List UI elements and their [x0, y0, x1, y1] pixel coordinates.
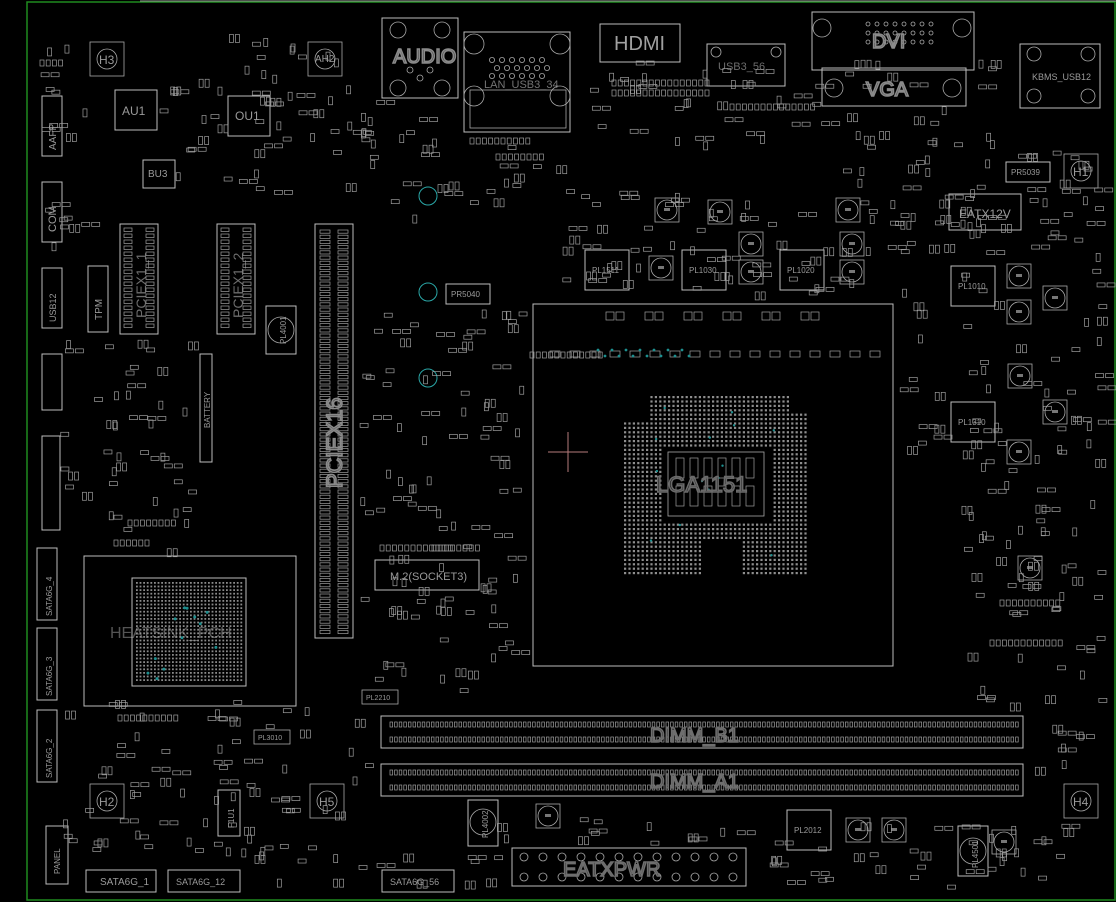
board-outline — [26, 1, 1116, 901]
pcie-x1-slot-2: PCIEX1_2 — [216, 223, 256, 335]
inductor-pl3010: PL3010 — [253, 729, 291, 745]
dimm-slot-b1: DIMM_B1 — [380, 715, 1024, 749]
svg-text:PL1010: PL1010 — [958, 282, 986, 291]
mount-hole-h2: H2 — [89, 783, 125, 819]
pcie-x1-slot-1: PCIEX1_1 — [119, 223, 159, 335]
dimm-slot-a1: DIMM_A1 — [380, 763, 1024, 797]
m2-socket: M.2(SOCKET3) — [374, 559, 480, 591]
mount-hole-h3: H3 — [89, 41, 125, 77]
pcie16-label: PCIEX16 — [322, 398, 347, 489]
svg-text:PL1310: PL1310 — [958, 418, 986, 427]
svg-text:PL4002: PL4002 — [481, 810, 490, 838]
svg-text:PL4001: PL4001 — [279, 316, 288, 344]
svg-text:M.2(SOCKET3): M.2(SOCKET3) — [390, 571, 467, 583]
inductor-pl4002: PL4002 — [467, 799, 499, 847]
svg-text:PL3010: PL3010 — [258, 735, 282, 742]
usb12-label: USB12 — [48, 293, 58, 322]
com-label: COM — [47, 206, 59, 232]
svg-text:H3: H3 — [99, 53, 115, 67]
audio-connector: AUDIO — [381, 17, 459, 99]
au1-label: AU1 — [122, 104, 146, 118]
fuse-f1u1: F1U1 — [217, 789, 241, 837]
pch-heatsink: HEATSINK_PCH — [83, 555, 297, 707]
ou1-chip: OU1 — [227, 95, 271, 137]
sata-connector-1: SATA6G_1 — [85, 869, 157, 893]
inductor-pl1030: PL1030 — [681, 249, 727, 291]
inductor-pl4001: PL4001 — [265, 305, 297, 355]
au1-chip: AU1 — [114, 89, 158, 131]
sata-connector-56: SATA6G_56 — [381, 869, 455, 893]
bu3-chip: BU3 — [142, 159, 176, 189]
inductor-pl1310: PL1310 — [950, 401, 996, 443]
dvi-vga-connector: DVI VGA — [811, 11, 975, 107]
svg-text:EATXPWR: EATXPWR — [563, 859, 660, 881]
tpm-label: TPM — [94, 299, 105, 320]
svg-text:PL1030: PL1030 — [689, 266, 717, 275]
hdmi-connector: HDMI — [599, 23, 681, 63]
mount-hole-h4: H4 — [1063, 783, 1099, 819]
inductor-pl1511: PL1511 — [584, 249, 630, 291]
ou1-label: OU1 — [235, 109, 260, 123]
smd-components — [39, 34, 1116, 890]
usb-top-label: USB3_56 — [718, 61, 765, 73]
mosfet-caps — [535, 197, 1068, 855]
inductor-pl1020: PL1020 — [779, 249, 825, 291]
kbms-connector: KBMS_USB12 — [1019, 43, 1101, 109]
mount-hole-h1: H1 — [1063, 153, 1099, 189]
svg-text:H4: H4 — [1073, 795, 1089, 809]
pcie-x16-slot: PCIEX16 — [314, 223, 354, 639]
svg-text:BATTERY: BATTERY — [203, 391, 212, 428]
svg-text:PL1511: PL1511 — [592, 266, 620, 275]
svg-text:AH2: AH2 — [315, 54, 335, 65]
heatsink-label: HEATSINK_PCH — [110, 625, 232, 642]
usb3-connector: USB3_56 — [706, 43, 786, 87]
svg-text:EATX12V: EATX12V — [959, 207, 1011, 221]
inductor-pl4501: PL4501 — [957, 825, 989, 877]
sata6g-3-label: SATA6G_3 — [45, 656, 54, 696]
audio-label: AUDIO — [393, 46, 456, 68]
inductor-pl2210: PL2210 — [361, 689, 399, 705]
svg-text:SATA6G_12: SATA6G_12 — [176, 877, 225, 887]
dimm-b1-label: DIMM_B1 — [650, 725, 739, 747]
svg-text:PCIEX1_2: PCIEX1_2 — [230, 252, 246, 318]
inductor-pl2012: PL2012 — [786, 809, 832, 851]
lan-usb-connector: LAN_USB3_34 — [463, 31, 571, 133]
sata6g-4-label: SATA6G_4 — [45, 576, 54, 616]
sata6g-2-label: SATA6G_2 — [45, 738, 54, 778]
svg-text:SATA6G_1: SATA6G_1 — [100, 877, 150, 888]
svg-text:PCIEX1_1: PCIEX1_1 — [133, 252, 149, 318]
hdmi-label: HDMI — [614, 33, 665, 55]
aafp-label: AAFP — [48, 124, 59, 150]
svg-text:PL1020: PL1020 — [787, 266, 815, 275]
dvi-label: DVI — [872, 31, 905, 53]
inductor-pl1010: PL1010 — [950, 265, 996, 307]
left-headers: AAFP COM USB12 TPM SATA6G_4 SATA6G_3 SAT… — [36, 95, 109, 885]
svg-text:H2: H2 — [99, 795, 115, 809]
lan-label: LAN_USB3_34 — [484, 79, 559, 91]
sata-connector-12: SATA6G_12 — [167, 869, 241, 893]
panel-label: PANEL — [53, 848, 62, 874]
svg-text:PL2210: PL2210 — [366, 695, 390, 702]
eatxpwr-connector: EATXPWR — [511, 847, 747, 887]
svg-text:PL2012: PL2012 — [794, 826, 822, 835]
svg-text:PR5039: PR5039 — [1011, 168, 1040, 177]
svg-text:PR5040: PR5040 — [451, 290, 480, 299]
lga-label: LGA1151 — [656, 472, 747, 497]
svg-text:PL4501: PL4501 — [971, 840, 980, 868]
kbms-label: KBMS_USB12 — [1032, 72, 1091, 82]
pr5039: PR5039 — [1005, 161, 1051, 183]
svg-text:F1U1: F1U1 — [227, 808, 236, 828]
svg-text:SATA6G_56: SATA6G_56 — [390, 877, 439, 887]
pr5040: PR5040 — [445, 283, 491, 305]
bu3-label: BU3 — [148, 169, 168, 180]
vga-label: VGA — [866, 79, 909, 101]
cpu-socket: LGA1151 — [532, 303, 894, 667]
battery: BATTERY — [199, 353, 213, 463]
dimm-a1-label: DIMM_A1 — [650, 771, 739, 793]
